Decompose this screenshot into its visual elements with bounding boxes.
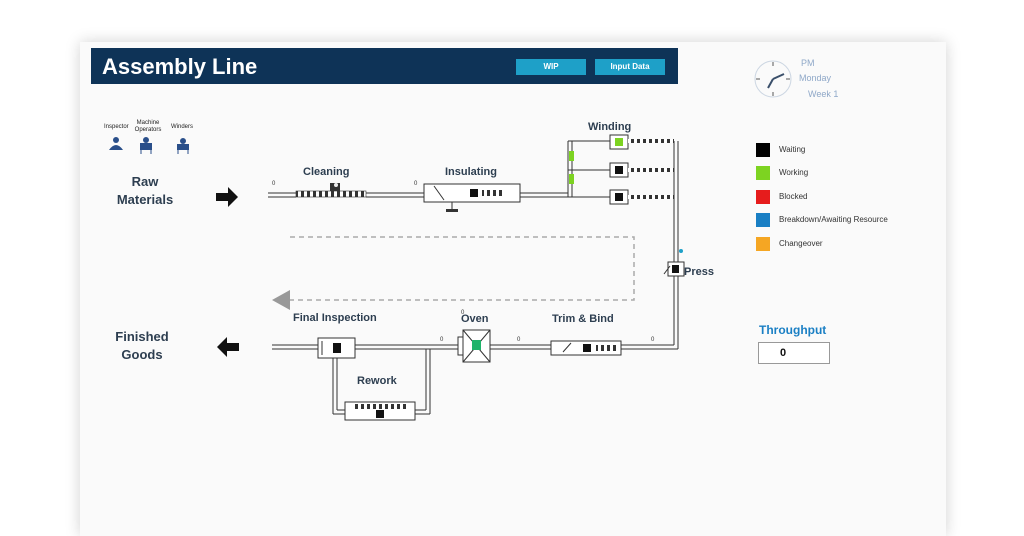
raw-materials-label: Raw Materials — [116, 174, 174, 207]
winder-icon — [177, 138, 189, 154]
header-bar: Assembly Line WIP Input Data — [91, 48, 678, 84]
legend-label: Working — [779, 168, 809, 177]
queue-count-oven-top: 0 — [461, 310, 465, 316]
wip-button[interactable]: WIP — [516, 59, 586, 75]
legend-swatch — [756, 213, 770, 227]
throughput-box: 0 — [758, 342, 830, 364]
queue-count-trim-bind: 0 — [651, 337, 655, 343]
legend-label: Changeover — [779, 239, 823, 248]
machine-operators-label: Machine Operators — [134, 120, 162, 133]
legend-swatch — [756, 166, 770, 180]
resource-pool-icons — [109, 137, 189, 154]
throughput-label: Throughput — [759, 323, 827, 337]
throughput-value: 0 — [780, 347, 787, 359]
winders-label: Winders — [171, 124, 194, 130]
queue-count-cleaning: 0 — [272, 181, 276, 187]
legend-label: Waiting — [779, 145, 806, 154]
winding-manifold — [567, 140, 679, 262]
clock-day: Monday — [799, 73, 832, 83]
bottom-conveyor — [272, 344, 551, 350]
winding-machine-1 — [609, 134, 674, 150]
machine-operator-icon — [140, 137, 152, 154]
clock-icon — [754, 60, 792, 98]
insulating-machine — [423, 183, 521, 212]
winding-flow-indicator-1 — [569, 151, 574, 161]
queue-count-final-inspection: 0 — [440, 337, 444, 343]
oven-machine — [457, 329, 491, 363]
dashed-return-path — [290, 236, 635, 301]
legend-swatch — [756, 237, 770, 251]
winding-machine-3 — [609, 189, 674, 205]
legend-swatch — [756, 143, 770, 157]
return-arrowhead-icon — [272, 290, 290, 310]
queue-count-insulating: 0 — [414, 181, 418, 187]
final-inspection-machine — [317, 337, 356, 359]
cleaning-machine — [330, 183, 340, 191]
queue-count-oven: 0 — [517, 337, 521, 343]
press-label: Press — [684, 266, 714, 278]
rework-label: Rework — [357, 375, 397, 387]
output-arrow-icon — [217, 337, 239, 357]
input-arrow-icon — [216, 187, 238, 207]
trim-bind-machine — [550, 340, 622, 356]
inspector-label: Inspector — [104, 124, 129, 130]
page-title: Assembly Line — [102, 54, 258, 79]
trim-bind-label: Trim & Bind — [552, 313, 614, 325]
inspector-icon — [109, 137, 123, 150]
legend-label: Breakdown/Awaiting Resource — [779, 215, 888, 224]
clock-period: PM — [801, 58, 815, 68]
winding-label: Winding — [588, 121, 632, 133]
oven-label: Oven — [461, 313, 489, 325]
winding-machine-2 — [609, 162, 674, 178]
cleaning-label: Cleaning — [303, 166, 350, 178]
legend-label: Blocked — [779, 192, 808, 201]
rework-machine — [344, 401, 416, 421]
top-conveyor — [268, 190, 568, 198]
final-inspection-label: Final Inspection — [293, 312, 377, 324]
clock-week: Week 1 — [808, 89, 839, 99]
insulating-label: Insulating — [445, 166, 497, 178]
input-data-button[interactable]: Input Data — [595, 59, 665, 75]
press-machine — [663, 249, 685, 277]
finished-goods-label: Finished Goods — [115, 329, 169, 362]
main-panel — [80, 42, 946, 536]
right-return-conveyor — [620, 276, 679, 350]
legend-swatch — [756, 190, 770, 204]
winding-flow-indicator-2 — [569, 174, 574, 184]
